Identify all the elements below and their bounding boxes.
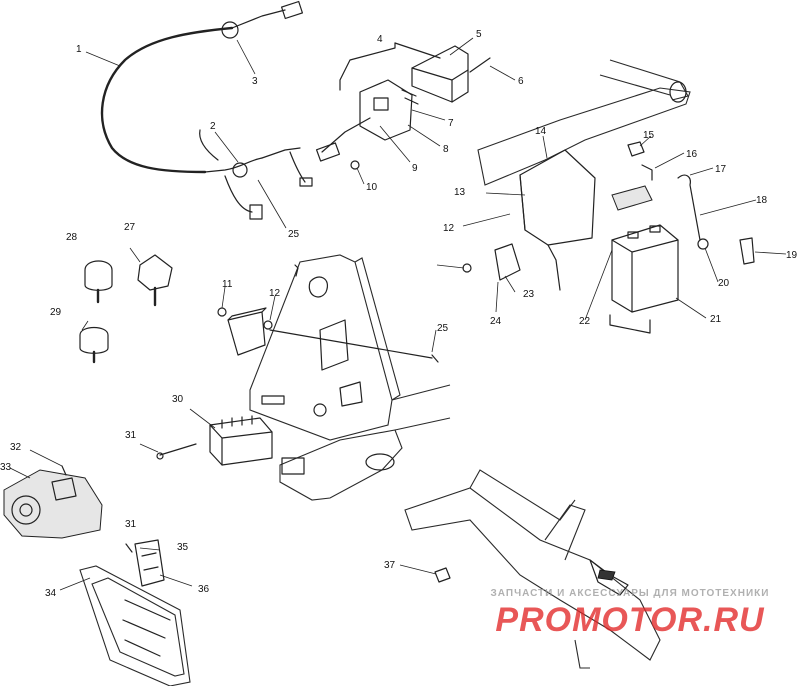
callout-12-left: 12 xyxy=(269,288,281,299)
callout-25-top: 25 xyxy=(288,229,300,240)
callout-27: 27 xyxy=(124,222,136,233)
callout-25-plate: 25 xyxy=(437,323,449,334)
callout-1: 1 xyxy=(76,44,82,55)
wiring-harness xyxy=(100,0,313,220)
callout-6: 6 xyxy=(518,76,524,87)
callout-13: 13 xyxy=(454,187,466,198)
callout-17: 17 xyxy=(715,164,727,175)
callout-10: 10 xyxy=(366,182,378,193)
callout-18: 18 xyxy=(756,195,768,206)
callout-9: 9 xyxy=(412,163,418,174)
callout-12-right: 12 xyxy=(443,223,455,234)
tail-light-assembly xyxy=(315,42,491,170)
callout-34: 34 xyxy=(45,588,57,599)
callout-4: 4 xyxy=(377,34,383,45)
callout-8: 8 xyxy=(443,144,449,155)
callout-22: 22 xyxy=(579,316,591,327)
leader-lines xyxy=(9,37,787,591)
callout-28: 28 xyxy=(66,232,78,243)
battery-tray-area xyxy=(462,59,755,334)
callout-14: 14 xyxy=(535,126,547,137)
callout-36: 36 xyxy=(198,584,210,595)
frame-section-right xyxy=(404,469,661,669)
callout-31-upper: 31 xyxy=(125,430,137,441)
callout-7: 7 xyxy=(448,118,454,129)
callout-35: 35 xyxy=(177,542,189,553)
callout-29: 29 xyxy=(50,307,62,318)
callout-16: 16 xyxy=(686,149,698,160)
mounting-plate xyxy=(217,254,439,441)
callout-5: 5 xyxy=(476,29,482,40)
callout-3: 3 xyxy=(252,76,258,87)
regulator-module xyxy=(156,415,273,466)
callout-24: 24 xyxy=(490,316,502,327)
callout-labels: 1 2 3 4 5 6 7 8 9 10 11 12 12 13 14 15 1… xyxy=(0,29,798,599)
callout-15: 15 xyxy=(643,130,655,141)
callout-30: 30 xyxy=(172,394,184,405)
small-parts-left xyxy=(79,254,173,364)
callout-19: 19 xyxy=(786,250,798,261)
callout-32: 32 xyxy=(10,442,22,453)
callout-11: 11 xyxy=(222,279,233,290)
guard-plate xyxy=(79,539,191,686)
airbox xyxy=(3,465,103,539)
callout-21: 21 xyxy=(710,314,722,325)
callout-31-lower: 31 xyxy=(125,519,137,530)
callout-37: 37 xyxy=(384,560,396,571)
callout-2: 2 xyxy=(210,121,216,132)
callout-20: 20 xyxy=(718,278,730,289)
callout-23: 23 xyxy=(523,289,535,300)
frame-section-lower xyxy=(279,384,451,501)
callout-33: 33 xyxy=(0,462,12,473)
